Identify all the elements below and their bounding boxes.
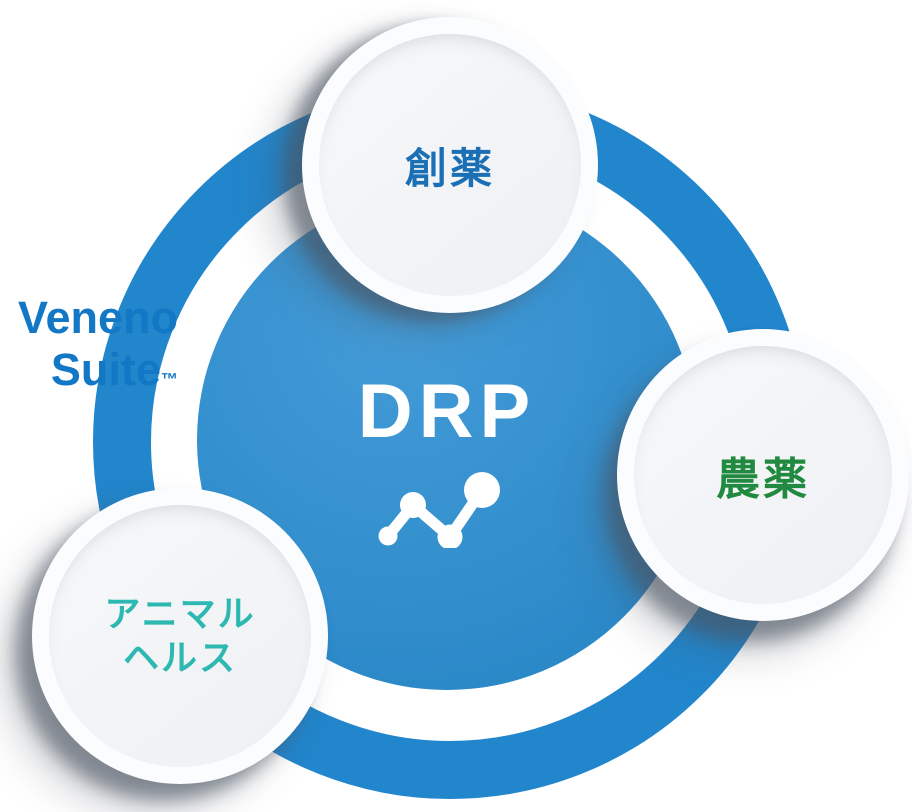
bubble-inner-disc xyxy=(49,505,311,767)
brand-line-1: Veneno xyxy=(17,292,178,343)
molecule-icon xyxy=(378,472,500,548)
bubble-drug-discovery: 創薬 xyxy=(302,17,598,313)
bubble-agrochemicals: 農薬 xyxy=(617,329,909,621)
bubble-animal-health: アニマル ヘルス xyxy=(32,488,328,784)
drp-title: DRP xyxy=(357,369,537,454)
brand-wordmark: Veneno Suite™ xyxy=(2,292,178,406)
bubble-inner-disc xyxy=(634,346,892,604)
bubble-label-drug-discovery: 創薬 xyxy=(404,144,495,192)
label-line-1: アニマル xyxy=(104,593,256,634)
bubble-label-animal-health: アニマル ヘルス xyxy=(104,592,255,680)
bubble-inner-disc xyxy=(319,34,581,296)
brand-line-2: Suite™ xyxy=(2,344,178,406)
label-line-2: ヘルス xyxy=(122,637,237,678)
brand-suite-text: Suite xyxy=(50,344,161,395)
bubble-label-agrochemicals: 農薬 xyxy=(716,455,810,504)
trademark-symbol: ™ xyxy=(160,370,178,389)
